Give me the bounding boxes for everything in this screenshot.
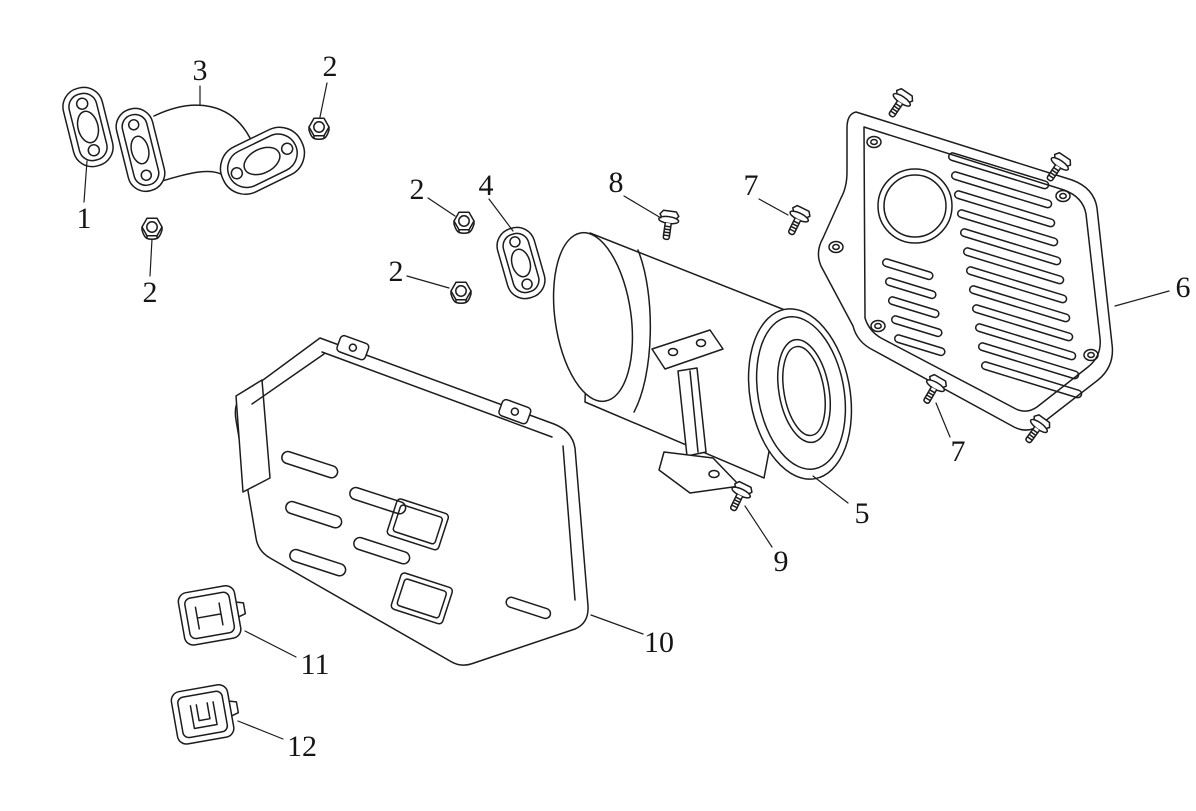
part-callout-2-d: 2	[388, 255, 404, 288]
part-8-bolt	[655, 208, 681, 242]
part-callout-9: 9	[773, 545, 789, 578]
part-12-muffler-deflector	[170, 684, 240, 745]
part-7-bolt	[780, 203, 813, 240]
part-1-exhaust-gasket	[62, 86, 114, 168]
part-2-flange-nut	[141, 217, 163, 240]
part-callout-7-b: 7	[950, 435, 966, 468]
shield-windows	[386, 498, 454, 625]
part-callout-6: 6	[1175, 271, 1191, 304]
part-callout-4: 4	[478, 169, 494, 202]
muffler-bracket	[651, 329, 741, 494]
part-callout-1: 1	[76, 202, 92, 235]
part-5-muffler	[552, 231, 853, 494]
part-callout-5: 5	[854, 497, 870, 530]
part-callout-10: 10	[644, 626, 674, 659]
part-2-flange-nut	[450, 281, 472, 304]
part-callout-2-c: 2	[409, 173, 425, 206]
part-callout-8: 8	[608, 166, 624, 199]
part-10-muffler-protector	[234, 334, 589, 666]
part-6-muffler-cover	[817, 111, 1114, 431]
part-11-muffler-deflector	[177, 585, 247, 646]
cover-screw-bosses	[828, 135, 1099, 362]
shield-mount-tab	[336, 334, 370, 361]
part-callout-12: 12	[287, 730, 317, 763]
part-callout-7-a: 7	[743, 169, 759, 202]
part-callout-2-a: 2	[322, 50, 338, 83]
part-4-muffler-gasket	[496, 226, 546, 300]
shield-vent-slots	[279, 449, 552, 620]
leader-lines	[83, 82, 1170, 740]
part-callout-3: 3	[192, 54, 208, 87]
shield-mount-tab	[498, 398, 532, 425]
part-2-flange-nut	[453, 211, 475, 234]
part-callout-2-b: 2	[142, 276, 158, 309]
cover-screw	[881, 86, 916, 123]
part-2-flange-nut	[308, 117, 330, 140]
part-3-exhaust-pipe	[115, 104, 306, 195]
part-callout-11: 11	[300, 648, 330, 681]
